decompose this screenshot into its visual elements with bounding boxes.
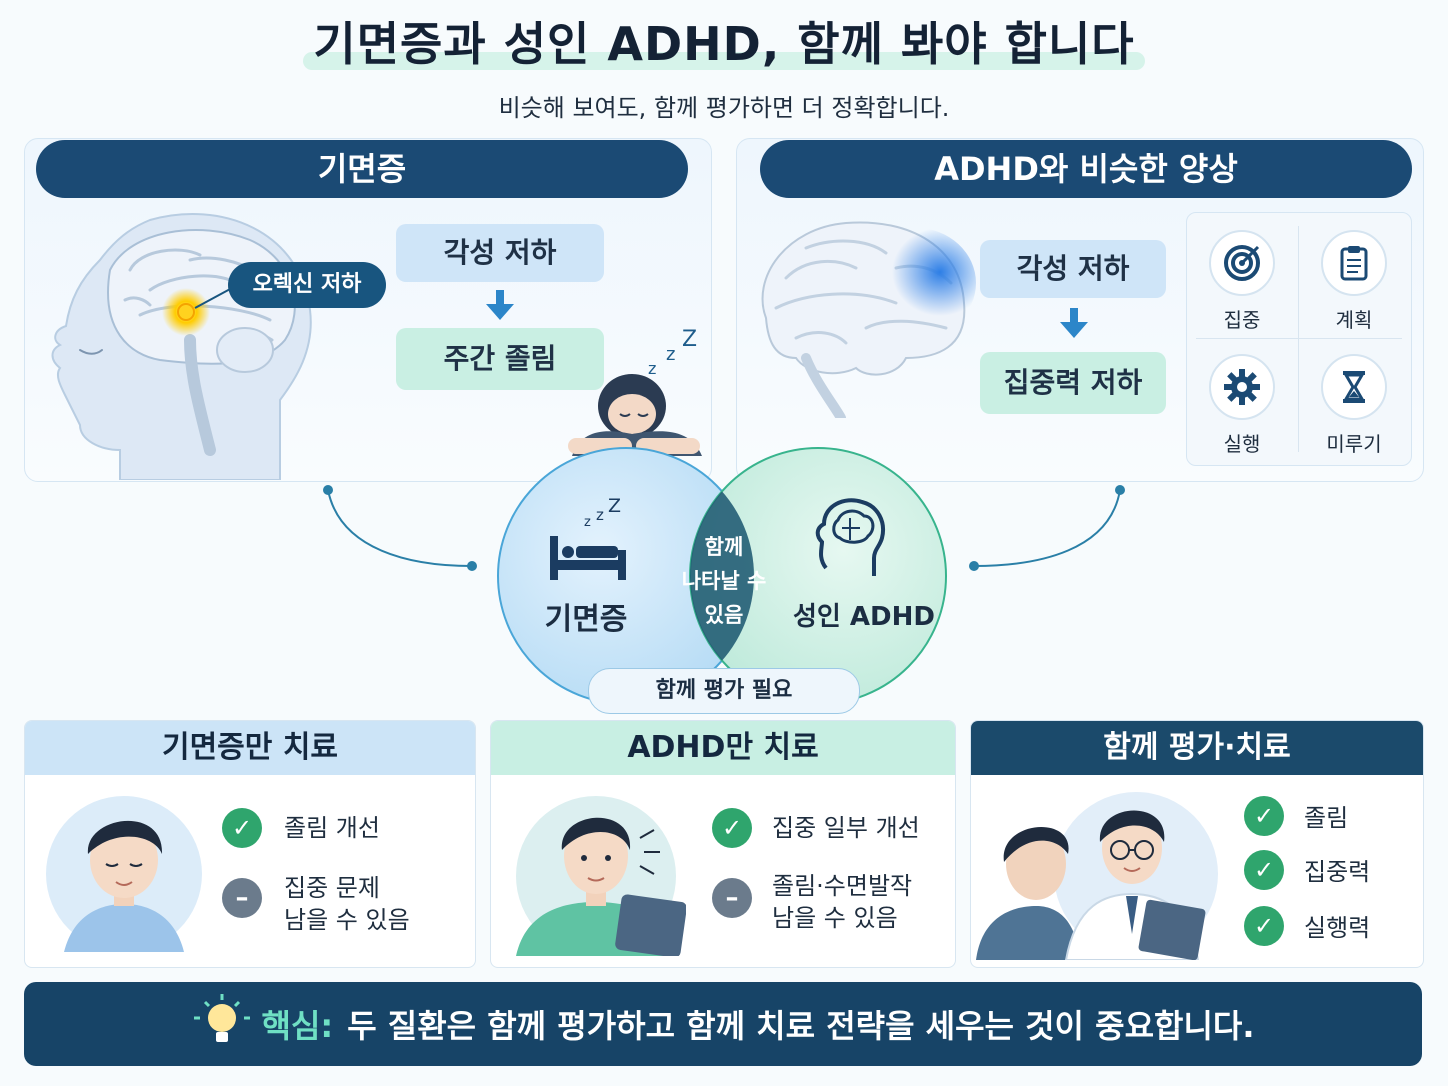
card-joint-treatment-heading: 함께 평가·치료 [971, 721, 1423, 775]
venn-right-label: 성인 ADHD [793, 602, 935, 632]
card1-item2: 집중 문제 남을 수 있음 [284, 872, 410, 936]
page-title-wrap: 기면증과 성인 ADHD, 함께 봐야 합니다 [0, 8, 1448, 74]
venn-connectors [323, 485, 1125, 571]
venn-overlap-text: 함께 나타날 수 있음 [660, 530, 788, 632]
brain-frontal-illustration [761, 221, 976, 418]
sleeping-person-illustration: z z Z [568, 327, 702, 456]
page-title: 기면증과 성인 ADHD, 함께 봐야 합니다 [313, 17, 1135, 71]
card1-item1: 졸림 개선 [284, 814, 380, 842]
venn-diagram: z z Z [497, 447, 947, 705]
lightbulb-icon [193, 994, 250, 1042]
procrastination-cell: 미루기 [1310, 354, 1398, 457]
hourglass-icon [1321, 354, 1387, 420]
svg-text:z: z [596, 506, 604, 524]
procrastination-label: 미루기 [1326, 432, 1382, 456]
card-adhd-only-heading: ADHD만 치료 [491, 721, 955, 775]
narcolepsy-panel-heading: 기면증 [36, 140, 688, 198]
key-message-bar: 핵심: 두 질환은 함께 평가하고 함께 치료 전략을 세우는 것이 중요합니다… [24, 982, 1422, 1066]
page-subtitle: 비슷해 보여도, 함께 평가하면 더 정확합니다. [498, 94, 950, 122]
card-narcolepsy-only-heading: 기면증만 치료 [25, 721, 475, 775]
check-icon: ✓ [222, 808, 262, 848]
sleep-z-small: z [648, 359, 656, 378]
target-icon [1209, 230, 1275, 296]
card2-item2-line2: 남을 수 있음 [772, 904, 898, 932]
overlap-line-3: 있음 [704, 603, 744, 627]
right-arousal-decrease-pill: 각성 저하 [980, 240, 1166, 298]
key-message-text: 두 질환은 함께 평가하고 함께 치료 전략을 세우는 것이 중요합니다. [347, 1007, 1255, 1045]
focus-cell: 집중 [1198, 230, 1286, 333]
execute-cell: 실행 [1198, 354, 1286, 457]
grid-divider-vertical [1298, 226, 1299, 452]
check-icon: ✓ [712, 808, 752, 848]
venn-left-label: 기면증 [544, 602, 628, 637]
svg-text:z: z [584, 515, 591, 530]
grid-divider-horizontal [1196, 338, 1402, 339]
head-brain-illustration [51, 213, 312, 480]
card2-item2: 졸림·수면발작 남을 수 있음 [772, 870, 912, 934]
clipboard-icon [1321, 230, 1387, 296]
attention-decrease-pill: 집중력 저하 [980, 352, 1166, 414]
overlap-line-2: 나타날 수 [681, 569, 767, 593]
card1-item2-line2: 남을 수 있음 [284, 906, 410, 934]
card3-item2: 집중력 [1304, 858, 1371, 886]
page-title-highlight: 기면증과 성인 ADHD, 함께 봐야 합니다 [303, 8, 1145, 74]
card1-item2-line1: 집중 문제 [284, 874, 380, 902]
adhd-like-panel-heading: ADHD와 비슷한 양상 [760, 140, 1412, 198]
gear-icon [1209, 354, 1275, 420]
svg-text:z: z [666, 344, 675, 365]
check-icon: ✓ [1244, 906, 1284, 946]
doctor-patient-illustration [976, 792, 1218, 960]
right-down-arrow-icon [1060, 308, 1088, 338]
down-arrow-icon [486, 290, 514, 320]
card2-item2-line1: 졸림·수면발작 [772, 872, 913, 900]
person-relaxed-avatar [46, 796, 202, 952]
overlap-line-1: 함께 [704, 535, 744, 559]
plan-label: 계획 [1335, 308, 1373, 332]
card2-item1: 집중 일부 개선 [772, 814, 920, 842]
daytime-sleepiness-pill: 주간 졸림 [396, 328, 604, 390]
plan-cell: 계획 [1310, 230, 1398, 333]
svg-text:Z: Z [608, 495, 621, 517]
person-tablet-avatar [516, 796, 686, 956]
brain-head-icon [815, 498, 885, 576]
minus-icon: – [222, 878, 262, 918]
execute-label: 실행 [1223, 432, 1261, 456]
orexin-decrease-label: 오렉신 저하 [228, 262, 386, 308]
card3-item1: 졸림 [1304, 804, 1349, 832]
card3-item3: 실행력 [1304, 914, 1371, 942]
key-message-keyword: 핵심: [261, 1007, 334, 1045]
check-icon: ✓ [1244, 850, 1284, 890]
arousal-decrease-pill: 각성 저하 [396, 224, 604, 282]
svg-text:Z: Z [682, 327, 697, 352]
joint-evaluation-tag: 함께 평가 필요 [588, 668, 860, 714]
focus-label: 집중 [1223, 308, 1261, 332]
bed-icon: z z Z [550, 495, 626, 580]
minus-icon: – [712, 878, 752, 918]
check-icon: ✓ [1244, 796, 1284, 836]
